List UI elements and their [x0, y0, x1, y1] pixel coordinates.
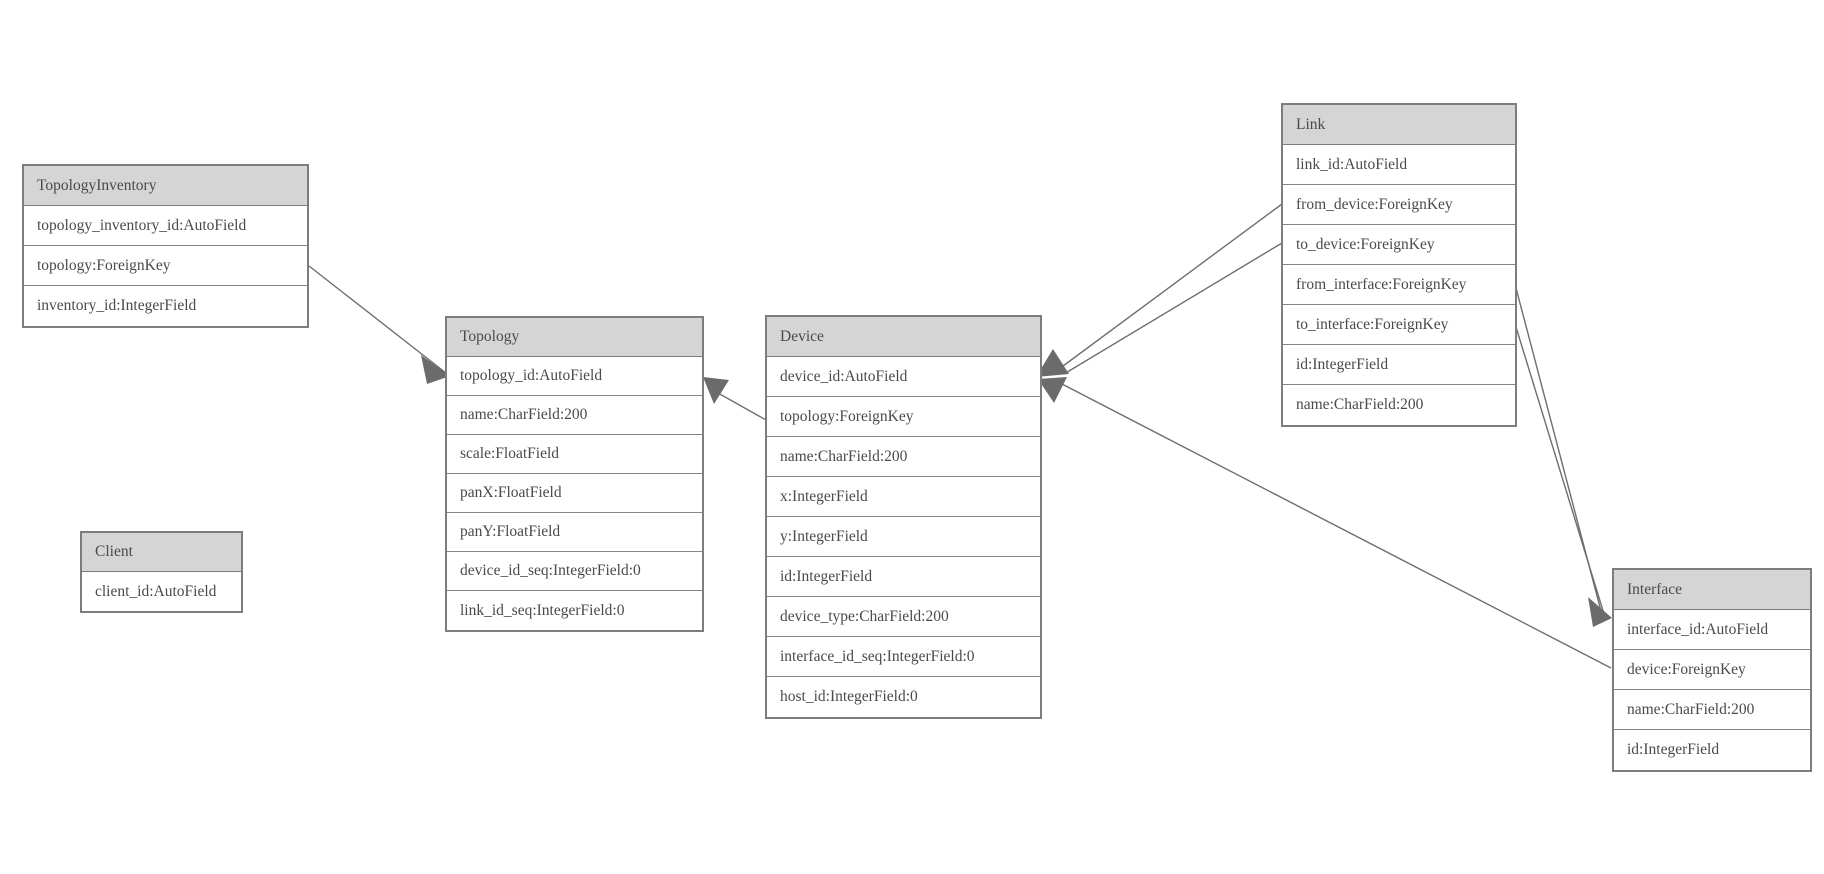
- relationship-line: [717, 392, 767, 421]
- entity-field-row: topology:ForeignKey: [767, 397, 1040, 437]
- relationship-line: [1515, 326, 1605, 615]
- entity-field-row: interface_id:AutoField: [1614, 610, 1810, 650]
- entity-field-row: inventory_id:IntegerField: [24, 286, 307, 326]
- entity-field-row: from_device:ForeignKey: [1283, 185, 1515, 225]
- relationship-line: [1062, 203, 1283, 367]
- entity-field-row: link_id:AutoField: [1283, 145, 1515, 185]
- entity-field-row: host_id:IntegerField:0: [767, 677, 1040, 717]
- entity-field-row: device_type:CharField:200: [767, 597, 1040, 637]
- entity-field-row: name:CharField:200: [767, 437, 1040, 477]
- entity-title: Link: [1283, 105, 1515, 145]
- entity-field-row: id:IntegerField: [1614, 730, 1810, 770]
- entity-field-row: x:IntegerField: [767, 477, 1040, 517]
- entity-title: TopologyInventory: [24, 166, 307, 206]
- relationship-arrowhead: [1588, 597, 1612, 627]
- relationship-arrowhead: [1038, 377, 1067, 403]
- entity-field-row: topology:ForeignKey: [24, 246, 307, 286]
- entity-field-row: topology_id:AutoField: [447, 357, 702, 396]
- entity-field-row: id:IntegerField: [767, 557, 1040, 597]
- entity-field-row: from_interface:ForeignKey: [1283, 265, 1515, 305]
- entity-field-row: client_id:AutoField: [82, 572, 241, 611]
- entity-field-row: interface_id_seq:IntegerField:0: [767, 637, 1040, 677]
- entity-field-row: name:CharField:200: [1283, 385, 1515, 425]
- entity-field-row: device_id:AutoField: [767, 357, 1040, 397]
- relationship-arrowhead: [703, 377, 729, 404]
- entity-title: Interface: [1614, 570, 1810, 610]
- entity-field-row: y:IntegerField: [767, 517, 1040, 557]
- entity-field-row: scale:FloatField: [447, 435, 702, 474]
- entity-field-row: panX:FloatField: [447, 474, 702, 513]
- entity-field-row: to_interface:ForeignKey: [1283, 305, 1515, 345]
- entity-field-row: to_device:ForeignKey: [1283, 225, 1515, 265]
- relationship-line: [1063, 242, 1283, 375]
- entity-title: Client: [82, 533, 241, 572]
- entity-field-row: topology_inventory_id:AutoField: [24, 206, 307, 246]
- entity-field-row: device:ForeignKey: [1614, 650, 1810, 690]
- relationship-line: [1061, 383, 1612, 669]
- relationship-line: [308, 265, 447, 374]
- entity-title: Topology: [447, 318, 702, 357]
- entity-field-row: name:CharField:200: [1614, 690, 1810, 730]
- relationship-arrowhead: [1036, 349, 1069, 377]
- entity-field-row: name:CharField:200: [447, 396, 702, 435]
- entity-field-row: panY:FloatField: [447, 513, 702, 552]
- entity-field-row: link_id_seq:IntegerField:0: [447, 591, 702, 630]
- entity-title: Device: [767, 317, 1040, 357]
- entity-field-row: id:IntegerField: [1283, 345, 1515, 385]
- relationship-arrowhead: [421, 355, 450, 384]
- entity-field-row: device_id_seq:IntegerField:0: [447, 552, 702, 591]
